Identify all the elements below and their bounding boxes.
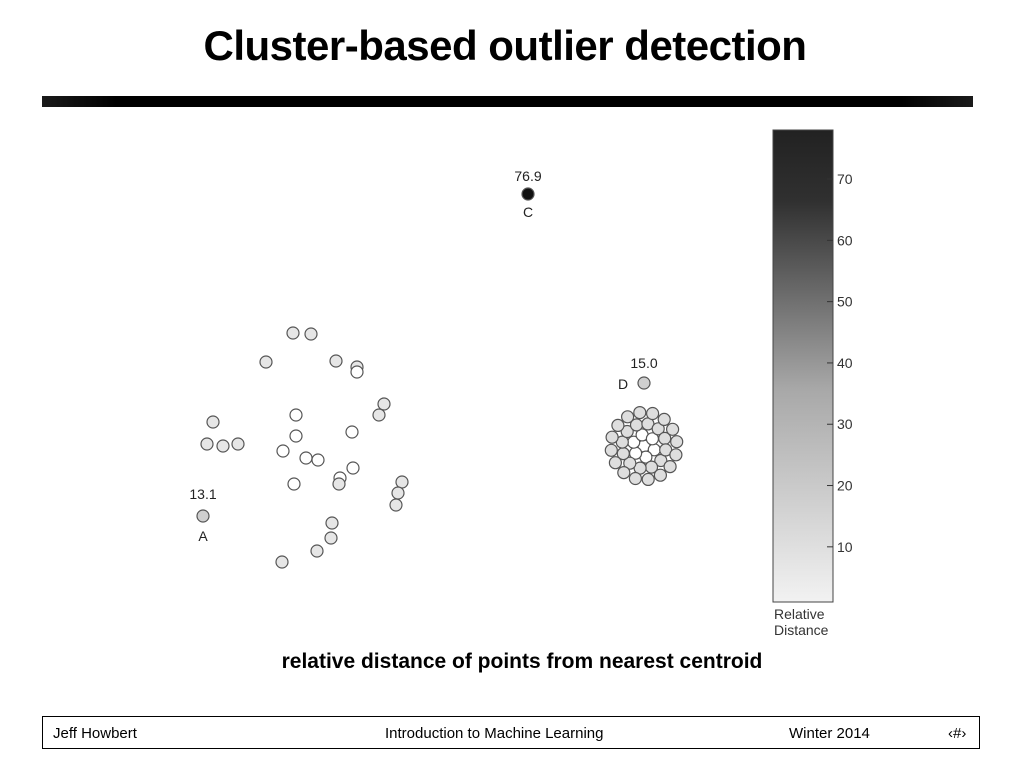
data-point bbox=[620, 410, 635, 424]
labels-layer: 76.9C 13.1A 15.0D bbox=[189, 168, 657, 544]
data-point bbox=[653, 468, 668, 482]
outlier-value-d: 15.0 bbox=[630, 355, 657, 371]
data-point bbox=[329, 354, 343, 368]
outlier-label-c: C bbox=[523, 204, 533, 220]
data-point bbox=[311, 453, 325, 467]
footer-term: Winter 2014 bbox=[789, 725, 870, 742]
colorbar-gradient bbox=[772, 129, 834, 603]
data-point bbox=[346, 461, 360, 475]
colorbar-tick-label: 30 bbox=[837, 416, 853, 432]
outlier-point-a bbox=[196, 509, 210, 523]
data-point bbox=[289, 408, 303, 422]
colorbar-ticks: 10 20 30 40 50 60 70 bbox=[827, 171, 853, 555]
data-point bbox=[276, 444, 290, 458]
colorbar-tick-label: 20 bbox=[837, 478, 853, 494]
colorbar-label-line1: Relative bbox=[774, 606, 825, 622]
data-point bbox=[389, 498, 403, 512]
data-point bbox=[623, 456, 637, 470]
colorbar-label-line2: Distance bbox=[774, 622, 829, 638]
outlier-point-c bbox=[521, 187, 535, 201]
data-point bbox=[372, 408, 386, 422]
slide-title: Cluster-based outlier detection bbox=[203, 22, 807, 69]
points-layer bbox=[196, 187, 684, 569]
data-point bbox=[608, 456, 623, 470]
data-point bbox=[654, 453, 668, 468]
chart-caption: relative distance of points from nearest… bbox=[281, 650, 763, 673]
data-point bbox=[216, 439, 230, 453]
footer-author: Jeff Howbert bbox=[53, 725, 137, 742]
outlier-value-a: 13.1 bbox=[189, 486, 216, 502]
data-point bbox=[670, 435, 684, 449]
data-point bbox=[332, 477, 346, 491]
colorbar-tick-label: 50 bbox=[837, 294, 853, 310]
data-point bbox=[620, 424, 634, 439]
data-point bbox=[657, 412, 671, 426]
data-point bbox=[628, 471, 643, 486]
data-point bbox=[617, 466, 631, 480]
data-point bbox=[665, 422, 680, 436]
colorbar-tick-label: 70 bbox=[837, 171, 853, 187]
outlier-value-c: 76.9 bbox=[514, 168, 541, 184]
data-point bbox=[663, 460, 677, 474]
data-point bbox=[259, 355, 273, 369]
data-point bbox=[350, 365, 364, 379]
data-point bbox=[605, 430, 619, 444]
footer: Jeff Howbert Introduction to Machine Lea… bbox=[42, 716, 980, 749]
outlier-label-d: D bbox=[618, 376, 628, 392]
data-point bbox=[604, 443, 618, 457]
outlier-label-a: A bbox=[198, 528, 208, 544]
colorbar-tick-label: 10 bbox=[837, 539, 853, 555]
data-point bbox=[391, 486, 405, 500]
footer-course: Introduction to Machine Learning bbox=[385, 725, 604, 742]
data-point bbox=[325, 516, 339, 530]
footer-page-number: ‹#› bbox=[948, 725, 967, 742]
data-point bbox=[310, 544, 324, 558]
data-point bbox=[289, 429, 303, 443]
data-point bbox=[651, 422, 665, 436]
data-point bbox=[304, 327, 318, 341]
outlier-point-d bbox=[637, 376, 651, 390]
data-point bbox=[286, 326, 300, 340]
data-point bbox=[611, 418, 625, 432]
data-point bbox=[377, 397, 391, 411]
data-point bbox=[324, 531, 338, 545]
data-point bbox=[633, 406, 647, 420]
colorbar-tick-label: 40 bbox=[837, 355, 853, 371]
data-point bbox=[206, 415, 220, 429]
data-point bbox=[641, 472, 655, 486]
colorbar: 10 20 30 40 50 60 70 Relative Distance bbox=[772, 129, 853, 638]
data-point bbox=[231, 437, 245, 451]
data-point bbox=[200, 437, 214, 451]
data-point bbox=[669, 448, 683, 462]
data-point bbox=[645, 406, 660, 421]
data-point bbox=[287, 477, 301, 491]
colorbar-tick-label: 60 bbox=[837, 232, 853, 248]
data-point bbox=[275, 555, 289, 569]
title-rule bbox=[42, 96, 973, 107]
data-point bbox=[299, 451, 313, 465]
data-point bbox=[345, 425, 359, 439]
data-point bbox=[395, 475, 409, 489]
